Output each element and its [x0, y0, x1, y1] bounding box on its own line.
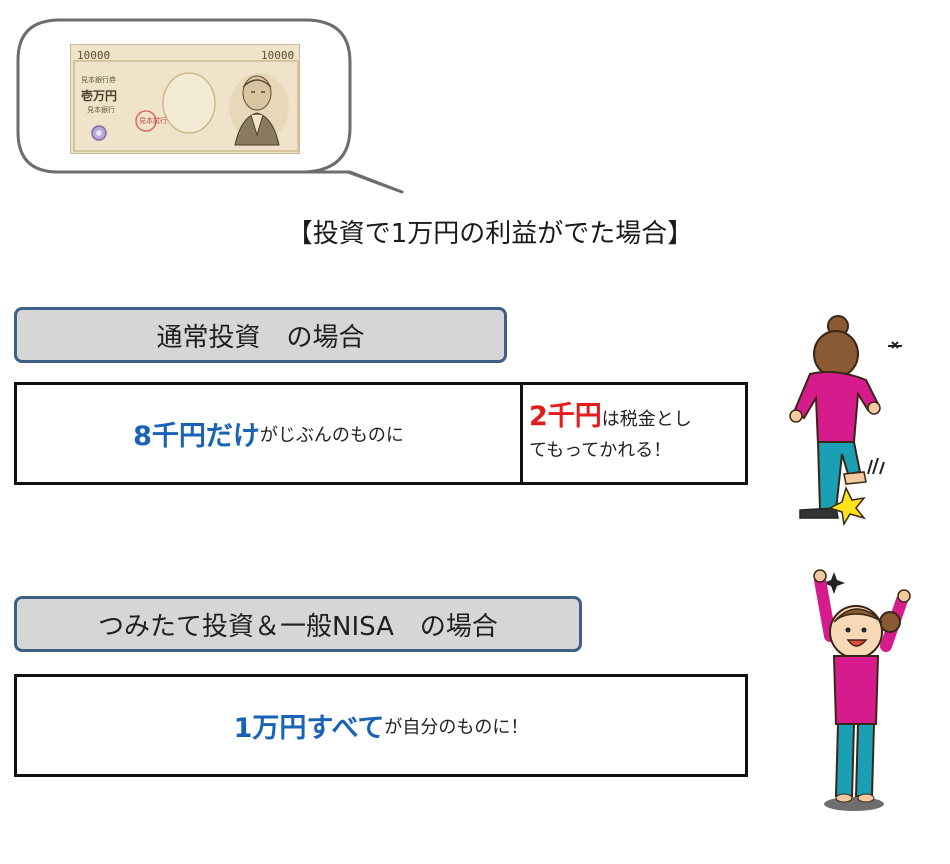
normal-investment-header: 通常投資 の場合 [14, 307, 507, 363]
banknote-specimen-top: 見本銀行券 [81, 76, 116, 84]
tax-amount: 2千円 [529, 401, 602, 432]
banknote-name: 壱万円 [81, 89, 118, 103]
page-title: 【投資で1万円の利益がでた場合】 [286, 219, 694, 249]
normal-investment-tax-cell: 2千円は税金とし てもってかれる！ [520, 382, 748, 485]
nisa-amount: 1万円すべて [233, 713, 385, 744]
banknote-art [73, 60, 299, 152]
banknote-specimen-bottom: 見本銀行 [87, 106, 115, 114]
happy-person-illustration [813, 569, 911, 811]
normal-investment-left-cell: 8千円だけがじぶんのものに [14, 382, 523, 485]
nisa-result-cell: 1万円すべてが自分のものに！ [14, 674, 748, 777]
tax-text-line1: は税金とし [601, 409, 692, 430]
normal-investment-amount-text: がじぶんのものに [259, 424, 404, 446]
nisa-header-label: つみたて投資＆一般NISA の場合 [98, 611, 498, 642]
frustrated-person-illustration [789, 315, 902, 527]
tax-text-line2: てもってかれる！ [529, 440, 672, 461]
nisa-amount-text: が自分のものに！ [384, 716, 529, 738]
banknote-seal-text: 見本試行 [139, 117, 167, 125]
banknote-illustration: 10000 10000 見本銀行券 壱万円 見本銀行 見本試行 [70, 44, 300, 154]
banknote-denomination-right: 10000 [261, 49, 295, 62]
nisa-header: つみたて投資＆一般NISA の場合 [14, 596, 582, 652]
normal-investment-header-label: 通常投資 の場合 [156, 322, 365, 353]
normal-investment-amount: 8千円だけ [133, 421, 260, 452]
banknote-denomination-left: 10000 [77, 49, 111, 62]
